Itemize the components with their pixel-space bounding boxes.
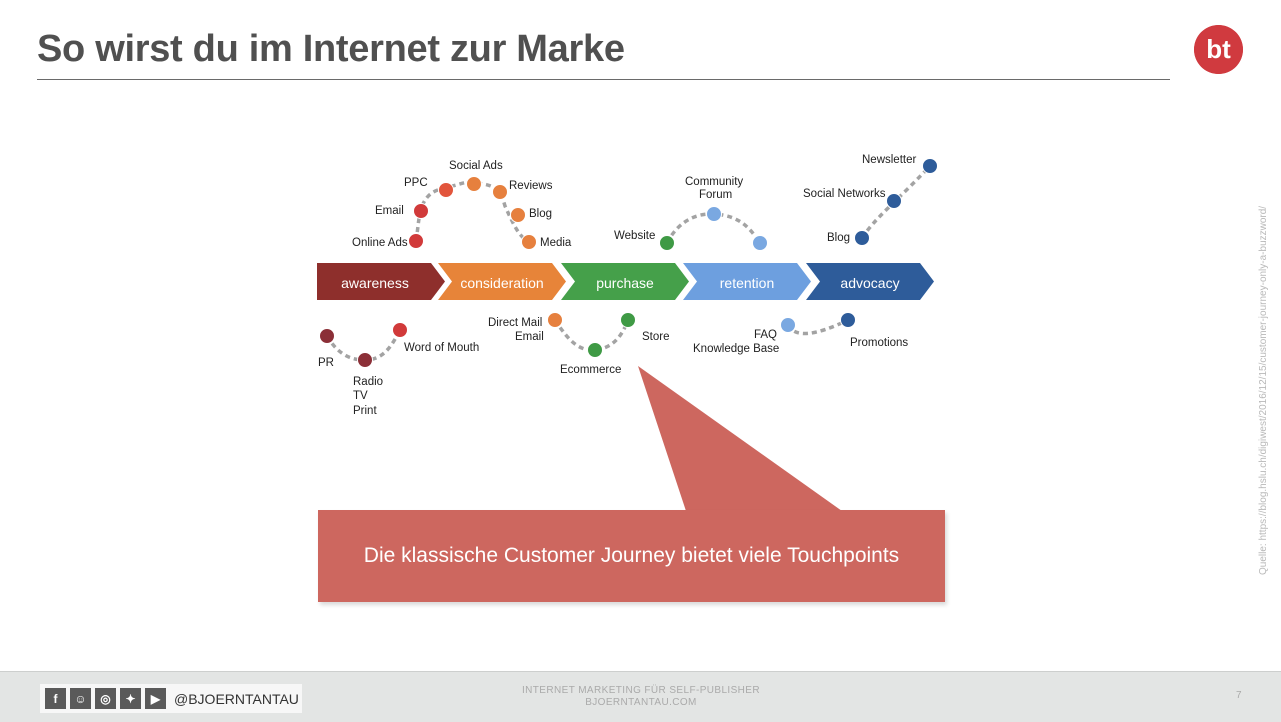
customer-journey-diagram: awareness consideration purchase retention a… <box>317 154 938 417</box>
source-caption: Quelle: https://blog.hslu.ch/digiwest/20… <box>1258 205 1269 575</box>
touchpoint-dot <box>438 182 454 198</box>
touchpoint-label: Ecommerce <box>560 364 621 376</box>
touchpoint-label: Knowledge Base <box>693 343 779 355</box>
touchpoint-label: Print <box>353 405 377 417</box>
touchpoint-label: Store <box>642 331 670 343</box>
touchpoint-dot <box>466 176 482 192</box>
touchpoint-dot <box>922 158 938 174</box>
touchpoint-label: Blog <box>529 208 552 220</box>
touchpoint-label: Online Ads <box>352 237 408 249</box>
touchpoint-label: Social Ads <box>449 160 503 172</box>
touchpoint-dot <box>659 235 675 251</box>
touchpoint-dot <box>587 342 603 358</box>
touchpoint-dot <box>706 206 722 222</box>
touchpoint-label: Forum <box>699 189 732 201</box>
touchpoint-label: Direct Mail <box>488 317 542 329</box>
touchpoint-dot <box>392 322 408 338</box>
touchpoint-label: Community <box>685 176 743 188</box>
stage-label: consideration <box>460 275 543 291</box>
instagram-icon[interactable]: ◎ <box>95 688 116 709</box>
social-links: f ☺ ◎ ✦ ▶ @BJOERNTANTAU <box>40 684 302 713</box>
brand-logo: bt <box>1194 25 1243 74</box>
touchpoint-label: Social Networks <box>803 188 886 200</box>
logo-text: bt <box>1206 34 1231 64</box>
touchpoint-dot <box>408 233 424 249</box>
touchpoint-label: Media <box>540 237 572 249</box>
touchpoint-label: PR <box>318 357 334 369</box>
stage-label: retention <box>720 275 774 291</box>
footer: f ☺ ◎ ✦ ▶ @BJOERNTANTAU INTERNET MARKETI… <box>0 671 1281 722</box>
touchpoint-dot <box>319 328 335 344</box>
stage-label: purchase <box>596 275 654 291</box>
touchpoint-dot <box>521 234 537 250</box>
footer-line-2: BJOERNTANTAU.COM <box>585 697 697 708</box>
touchpoint-label: Website <box>614 230 655 242</box>
footer-line-1: INTERNET MARKETING FÜR SELF-PUBLISHER <box>522 685 760 696</box>
callout-text: Die klassische Customer Journey bietet v… <box>363 544 900 567</box>
title-divider <box>37 79 1170 80</box>
snapchat-icon[interactable]: ☺ <box>70 688 91 709</box>
social-handle[interactable]: @BJOERNTANTAU <box>174 690 299 707</box>
touchpoint-label: TV <box>353 390 368 402</box>
stage-chevron <box>561 263 689 300</box>
slide-title: So wirst du im Internet zur Marke <box>37 28 625 70</box>
touchpoint-dot <box>752 235 768 251</box>
touchpoint-label: Blog <box>827 232 850 244</box>
touchpoint-label: Radio <box>353 376 383 388</box>
touchpoint-dot <box>510 207 526 223</box>
stage-label: awareness <box>341 275 409 291</box>
facebook-icon[interactable]: f <box>45 688 66 709</box>
touchpoint-dot <box>780 317 796 333</box>
touchpoint-dot <box>854 230 870 246</box>
stage-chevron <box>683 263 811 300</box>
touchpoint-label: PPC <box>404 177 428 189</box>
touchpoint-dot <box>357 352 373 368</box>
touchpoint-label: Reviews <box>509 180 553 192</box>
touchpoint-label: Promotions <box>850 337 908 349</box>
touchpoint-label: Email <box>515 331 544 343</box>
footer-caption: INTERNET MARKETING FÜR SELF-PUBLISHER BJ… <box>441 685 841 709</box>
stage-chevron <box>317 263 445 300</box>
touchpoint-dot <box>492 184 508 200</box>
touchpoint-dot <box>547 312 563 328</box>
touchpoint-label: Word of Mouth <box>404 342 479 354</box>
touchpoint-dot <box>886 193 902 209</box>
stage-label: advocacy <box>840 275 899 291</box>
touchpoint-dot <box>413 203 429 219</box>
page-number: 7 <box>1236 690 1242 701</box>
touchpoint-label: Newsletter <box>862 154 916 166</box>
callout-box: Die klassische Customer Journey bietet v… <box>318 510 945 602</box>
touchpoint-dot <box>840 312 856 328</box>
stage-chevron <box>438 263 566 300</box>
touchpoint-label: FAQ <box>754 329 777 341</box>
youtube-icon[interactable]: ▶ <box>145 688 166 709</box>
twitter-icon[interactable]: ✦ <box>120 688 141 709</box>
stage-chevron <box>806 263 934 300</box>
touchpoint-dot <box>620 312 636 328</box>
touchpoint-label: Email <box>375 205 404 217</box>
